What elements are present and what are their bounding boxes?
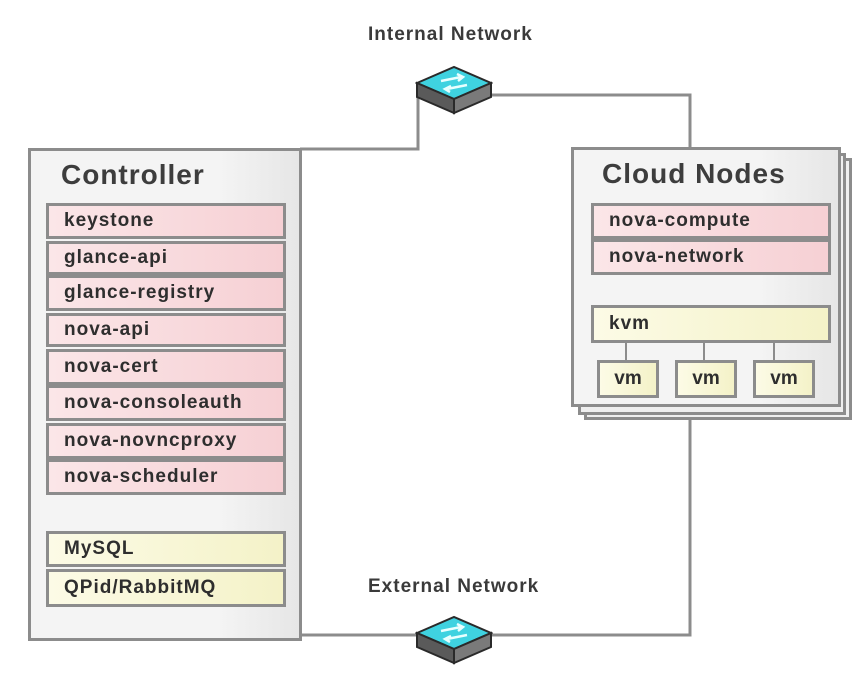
controller-node: Controller keystone glance-api glance-re… bbox=[28, 148, 302, 641]
internal-network-switch-icon bbox=[415, 65, 493, 115]
cloud-nodes-title: Cloud Nodes bbox=[602, 158, 786, 189]
service-keystone: keystone bbox=[46, 203, 286, 239]
kvm-vm-links bbox=[625, 343, 775, 362]
controller-title: Controller bbox=[61, 159, 205, 190]
vm-2: vm bbox=[675, 360, 737, 398]
service-nova-cert: nova-cert bbox=[46, 349, 286, 385]
hypervisor-kvm: kvm bbox=[591, 305, 831, 343]
internal-network-label: Internal Network bbox=[368, 24, 533, 45]
service-glance-api: glance-api bbox=[46, 241, 286, 275]
service-nova-compute: nova-compute bbox=[591, 203, 831, 239]
external-network-switch-icon bbox=[415, 615, 493, 665]
service-nova-network: nova-network bbox=[591, 239, 831, 275]
vm-1: vm bbox=[597, 360, 659, 398]
internal-link-cloud bbox=[490, 93, 692, 150]
backend-mysql: MySQL bbox=[46, 531, 286, 567]
backend-message-queue: QPid/RabbitMQ bbox=[46, 569, 286, 607]
service-glance-registry: glance-registry bbox=[46, 275, 286, 311]
vm-3: vm bbox=[753, 360, 815, 398]
service-nova-scheduler: nova-scheduler bbox=[46, 459, 286, 495]
service-nova-api: nova-api bbox=[46, 313, 286, 347]
external-network-label: External Network bbox=[368, 576, 540, 597]
external-link-cloud bbox=[490, 412, 692, 637]
cloud-nodes-node: Cloud Nodes nova-compute nova-network kv… bbox=[571, 147, 841, 407]
service-nova-consoleauth: nova-consoleauth bbox=[46, 385, 286, 421]
service-nova-novncproxy: nova-novncproxy bbox=[46, 423, 286, 459]
